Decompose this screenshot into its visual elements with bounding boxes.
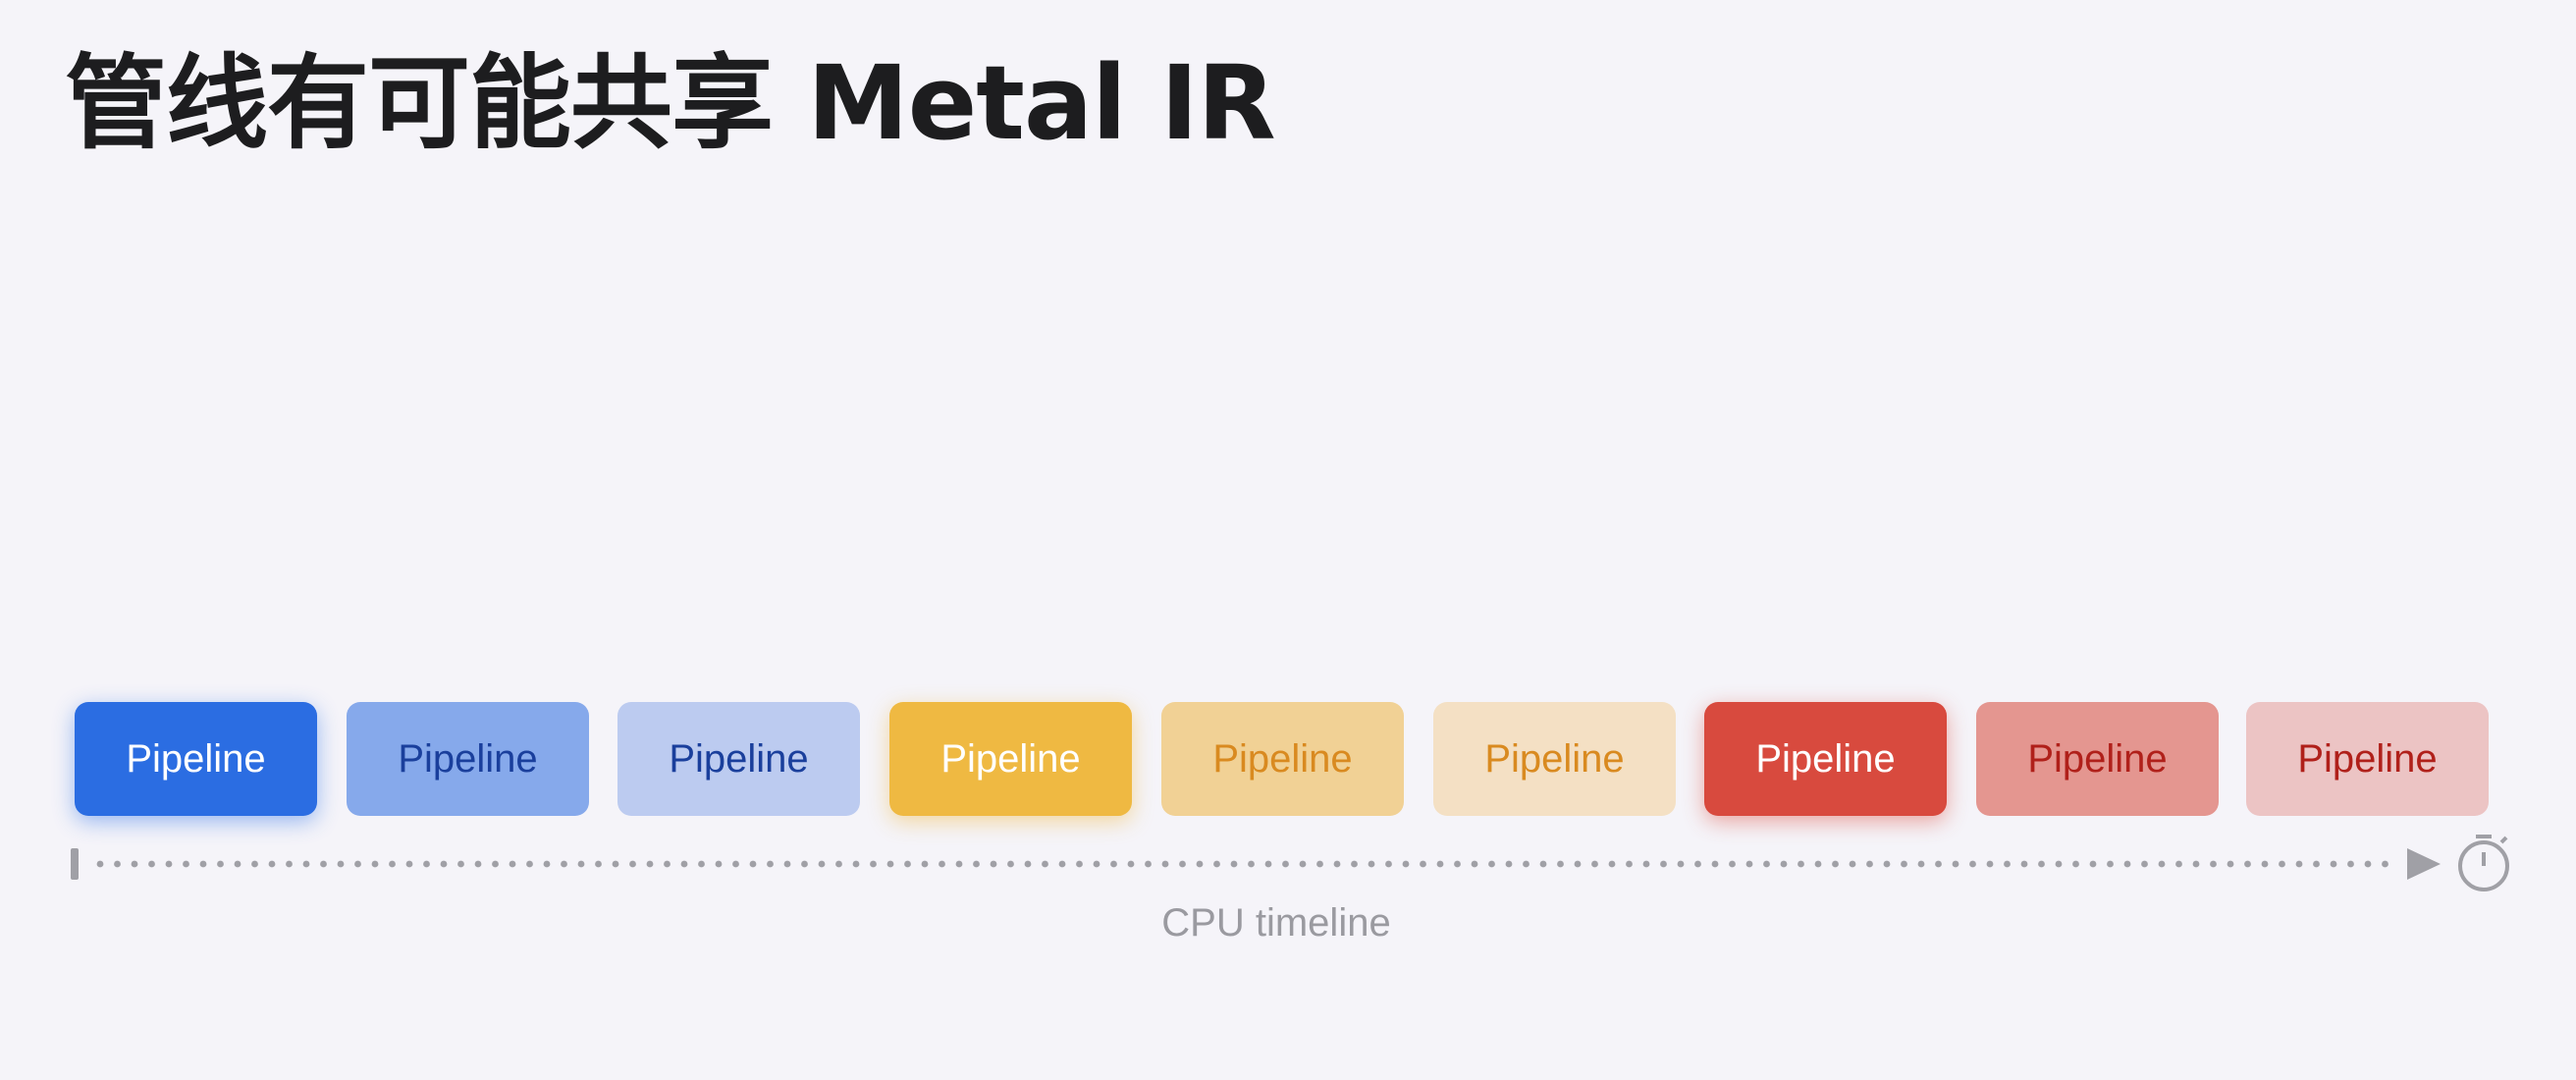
pipeline-box: Pipeline xyxy=(889,702,1132,816)
pipeline-box: Pipeline xyxy=(347,702,589,816)
pipeline-box: Pipeline xyxy=(1976,702,2219,816)
timeline-arrow-icon xyxy=(2407,848,2441,880)
timeline-start-marker xyxy=(71,848,79,880)
pipeline-box: Pipeline xyxy=(2246,702,2489,816)
cpu-timeline-label: CPU timeline xyxy=(1161,901,1391,945)
timeline-dots xyxy=(96,860,2388,868)
pipeline-box: Pipeline xyxy=(1433,702,1676,816)
pipeline-box: Pipeline xyxy=(617,702,860,816)
pipeline-box: Pipeline xyxy=(1161,702,1404,816)
pipeline-box: Pipeline xyxy=(75,702,317,816)
pipeline-box: Pipeline xyxy=(1704,702,1947,816)
stopwatch-icon xyxy=(2458,835,2509,891)
slide-title: 管线有可能共享 Metal IR xyxy=(65,43,1276,163)
